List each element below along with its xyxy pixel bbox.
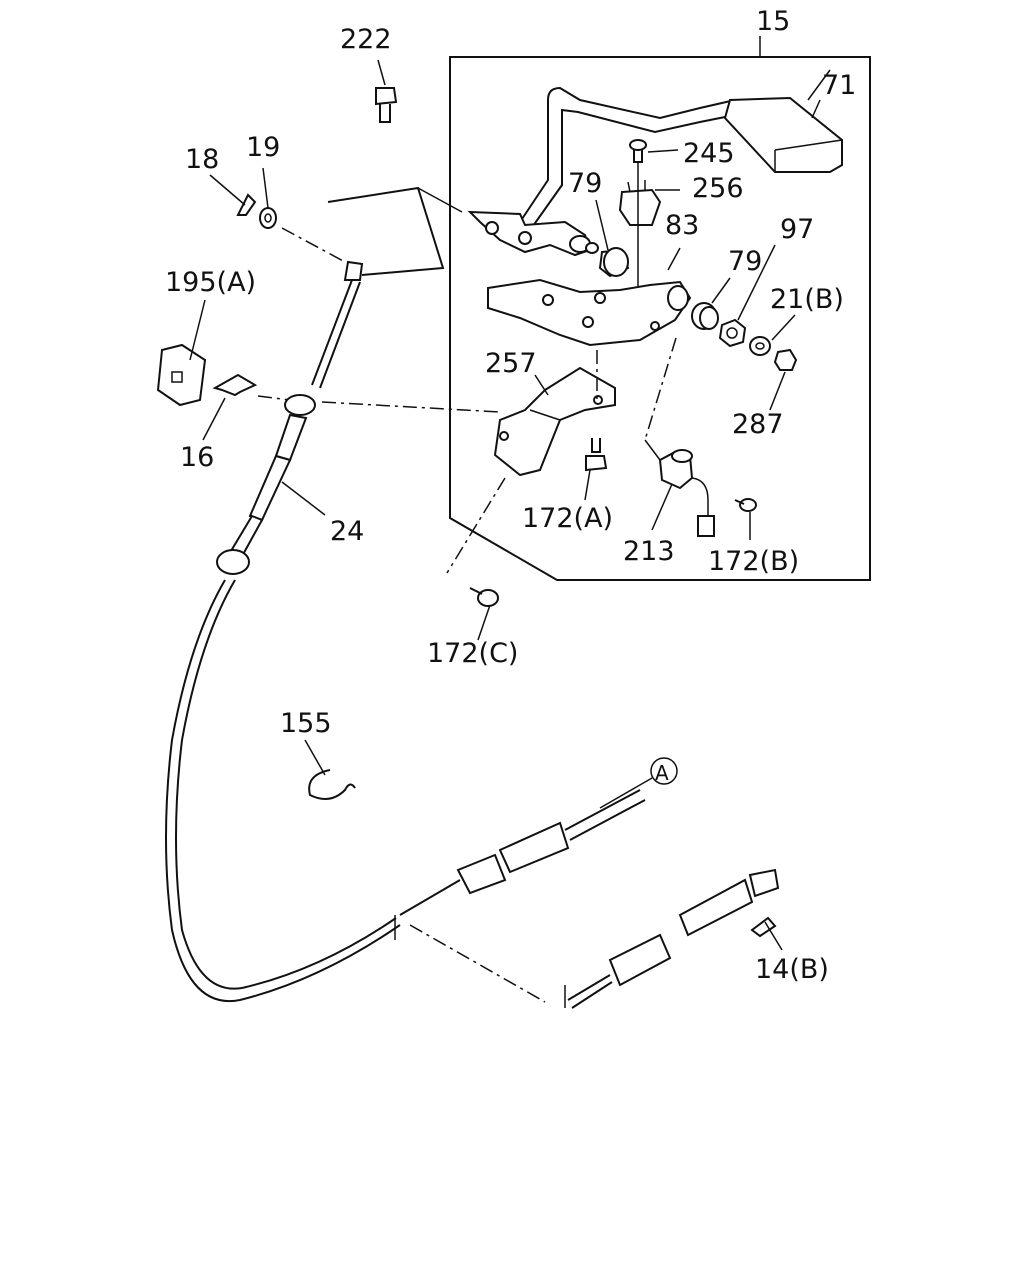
clip-16 [212, 373, 258, 397]
label-256: 256 [692, 173, 744, 204]
label-257: 257 [485, 348, 537, 379]
shift-cable-24 [165, 260, 401, 1003]
label-21b: 21(B) [770, 284, 844, 315]
cable-end-14b [567, 868, 780, 1009]
part-labels: 15 71 222 245 256 79 83 79 97 18 19 195(… [165, 6, 856, 985]
label-97: 97 [780, 214, 814, 245]
label-155: 155 [280, 708, 332, 739]
label-16: 16 [180, 442, 214, 473]
base-bracket-83 [487, 278, 692, 347]
label-ref-a: A [655, 761, 669, 785]
switch-213 [644, 337, 715, 537]
bolt-172b [734, 498, 757, 512]
nut-97 [718, 318, 747, 348]
label-79-left: 79 [568, 168, 602, 199]
reference-plane [327, 186, 463, 276]
label-287: 287 [732, 409, 784, 440]
assembly-15-frame [449, 36, 871, 581]
label-18: 18 [185, 144, 219, 175]
bracket-195a [156, 343, 207, 407]
leader-lines [189, 59, 831, 951]
label-24: 24 [330, 516, 364, 547]
cable-end-a [399, 789, 646, 916]
clip-14b [750, 916, 777, 938]
label-172a: 172(A) [522, 503, 613, 534]
bushing-79-left [598, 247, 630, 278]
label-79-right: 79 [728, 246, 762, 277]
shift-lever-71[interactable] [519, 86, 843, 227]
bolt-172c [446, 477, 506, 607]
clip-18 [236, 193, 257, 216]
nut-287 [773, 348, 798, 371]
label-222: 222 [340, 24, 392, 55]
label-14b: 14(B) [755, 954, 829, 985]
screw-245 [629, 139, 647, 300]
label-195a: 195(A) [165, 267, 256, 298]
label-71: 71 [822, 70, 856, 101]
pivot-shaft [467, 210, 599, 257]
label-172c: 172(C) [427, 638, 518, 669]
washer-21b [749, 336, 771, 356]
bolt-172a [585, 438, 608, 472]
bracket-256 [618, 180, 662, 226]
label-19: 19 [246, 132, 280, 163]
label-213: 213 [623, 536, 675, 567]
bolt-222 [375, 87, 398, 123]
label-15: 15 [756, 6, 790, 37]
label-172b: 172(B) [708, 546, 799, 577]
bushing-79-right [691, 302, 719, 330]
label-83: 83 [665, 210, 699, 241]
mounting-bracket-257 [493, 350, 616, 477]
washer-19 [259, 207, 277, 229]
label-245: 245 [683, 138, 735, 169]
clip-155 [308, 769, 356, 800]
